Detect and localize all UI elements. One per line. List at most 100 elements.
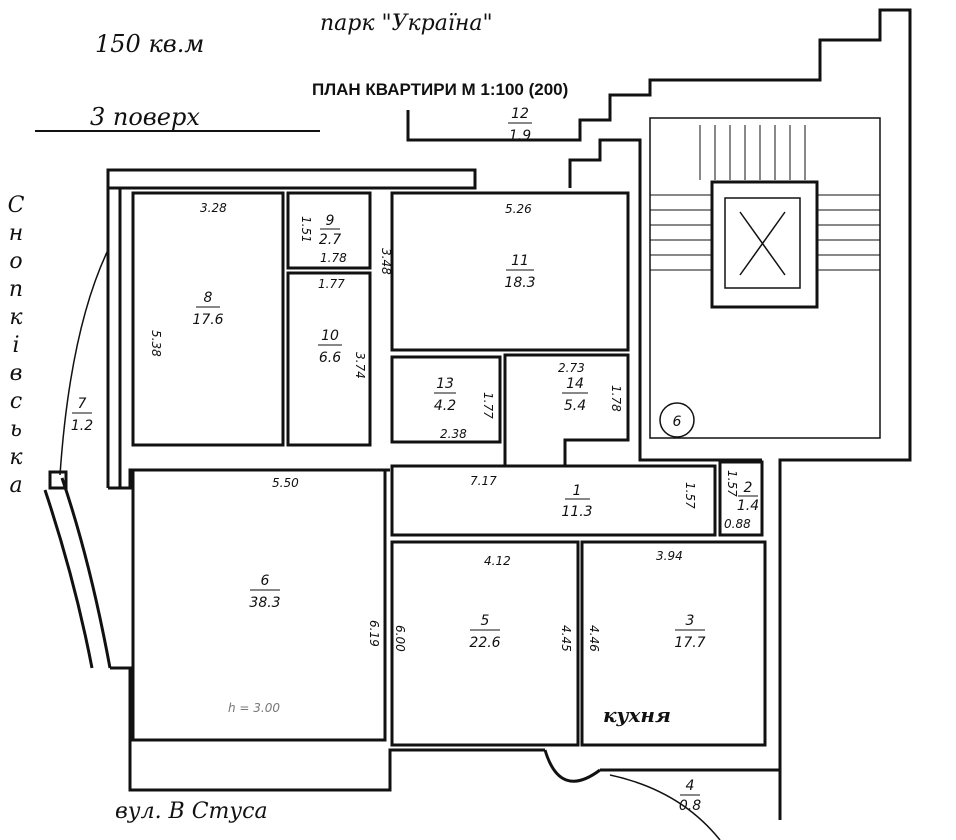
room-2-number: 2 — [744, 480, 753, 496]
room-11 — [390, 191, 630, 352]
room-5-area: 22.6 — [469, 635, 500, 651]
room-12-area: 1.9 — [509, 128, 531, 144]
room-9-area: 2.7 — [319, 232, 341, 248]
room-7-area: 1.2 — [71, 418, 93, 434]
column — [48, 470, 68, 490]
room-9 — [286, 191, 372, 270]
room-1-area: 11.3 — [561, 504, 592, 520]
room-11-dim: 5.26 — [505, 202, 532, 216]
total-area: 150 кв.м — [95, 30, 204, 58]
room-3 — [580, 540, 767, 747]
room-5-dim: 4.45 — [559, 625, 573, 652]
plan-line — [106, 168, 477, 488]
plan-line — [568, 138, 762, 462]
balcony-4-arc — [609, 774, 721, 840]
room-1-dim: 7.17 — [470, 474, 497, 488]
room-labels: 12 1.9 8 17.6 3.28 5.38 9 2.7 1.51 1.78 … — [71, 106, 759, 814]
plan-line — [365, 748, 545, 792]
plan-text: С — [8, 193, 25, 218]
plan-line — [543, 749, 601, 783]
stair-marker-circle — [659, 402, 695, 438]
plan-text: о — [9, 249, 22, 274]
outer-walls — [43, 8, 912, 820]
room-5-dim: 6.00 — [393, 625, 407, 652]
room-14-area: 5.4 — [564, 398, 586, 414]
room-8-dim: 3.28 — [200, 201, 227, 215]
room-5 — [390, 540, 580, 747]
room-13-dim: 1.77 — [481, 392, 495, 419]
plan-text: і — [12, 333, 19, 358]
room-9-dim: 1.78 — [320, 251, 347, 265]
kitchen-label: кухня — [603, 703, 671, 727]
plan-line — [110, 666, 365, 792]
room-8 — [131, 191, 285, 447]
room-2 — [718, 460, 764, 537]
room-3-dim: 3.94 — [656, 549, 683, 563]
room-8-number: 8 — [204, 290, 213, 306]
street-left: С н о п к і в с ь к а — [8, 193, 25, 498]
room-3-area: 17.7 — [674, 635, 705, 651]
room-10-dim: 3.74 — [353, 352, 367, 379]
room-3-dim: 4.46 — [587, 625, 601, 652]
room-9-dim: 1.51 — [299, 216, 313, 243]
room-9-number: 9 — [326, 213, 335, 229]
plan-line — [406, 8, 912, 820]
room-10 — [286, 271, 372, 447]
room-6-area: 38.3 — [249, 595, 280, 611]
room-11-number: 11 — [511, 253, 529, 269]
room-5-dim: 4.12 — [484, 554, 511, 568]
plan-text: к — [9, 305, 23, 330]
plan-text: н — [9, 221, 24, 246]
plan-line — [108, 468, 390, 490]
stairwell — [649, 117, 881, 439]
room-8-area: 17.6 — [192, 312, 223, 328]
room-10-area: 6.6 — [319, 350, 341, 366]
room-10-number: 10 — [321, 328, 339, 344]
room-11-dim: 3.48 — [379, 248, 393, 275]
room-4-number: 4 — [686, 778, 695, 794]
room-13-dim: 2.38 — [440, 427, 467, 441]
plan-text: а — [9, 473, 22, 498]
room-2-dim: 1.57 — [725, 470, 739, 497]
room-1-dim: 1.57 — [683, 482, 697, 509]
ceiling-height-note: h = 3.00 — [228, 701, 280, 715]
plan-text: в — [10, 361, 23, 386]
room-1-number: 1 — [573, 483, 582, 499]
room-12-number: 12 — [511, 106, 529, 122]
floor-label: 3 поверх — [90, 103, 200, 131]
room-7-number: 7 — [78, 396, 87, 412]
rooms — [59, 191, 767, 840]
room-14 — [503, 353, 630, 466]
room-14-dim: 2.73 — [558, 361, 585, 375]
plan-text: к — [9, 445, 23, 470]
room-6-number: 6 — [261, 573, 270, 589]
plan-line — [710, 180, 819, 309]
stair-marker: 6 — [673, 414, 682, 430]
plan-text: ь — [10, 417, 22, 442]
room-5-number: 5 — [481, 613, 490, 629]
room-8-dim: 5.38 — [149, 330, 163, 357]
room-13-area: 4.2 — [434, 398, 456, 414]
plan-line — [650, 125, 880, 271]
room-6 — [131, 468, 387, 742]
room-13-number: 13 — [436, 376, 454, 392]
room-4-area: 0.8 — [679, 798, 701, 814]
room-6-dim: 5.50 — [272, 476, 299, 490]
room-2-dim: 0.88 — [724, 517, 751, 531]
street-bottom: вул. В Стуса — [115, 799, 268, 824]
plan-line — [43, 489, 94, 669]
plan-text: п — [9, 277, 23, 302]
balcony-7-arc — [59, 249, 109, 476]
elevator-box — [724, 197, 801, 289]
room-10-dim: 1.77 — [318, 277, 345, 291]
room-13 — [390, 355, 502, 444]
room-1 — [390, 464, 717, 537]
park-label: парк "Україна" — [320, 11, 493, 36]
room-14-dim: 1.78 — [609, 385, 623, 412]
room-3-number: 3 — [686, 613, 695, 629]
room-6-dim: 6.19 — [367, 620, 381, 647]
plan-text: с — [10, 389, 22, 414]
room-11-area: 18.3 — [504, 275, 535, 291]
room-14-number: 14 — [566, 376, 584, 392]
